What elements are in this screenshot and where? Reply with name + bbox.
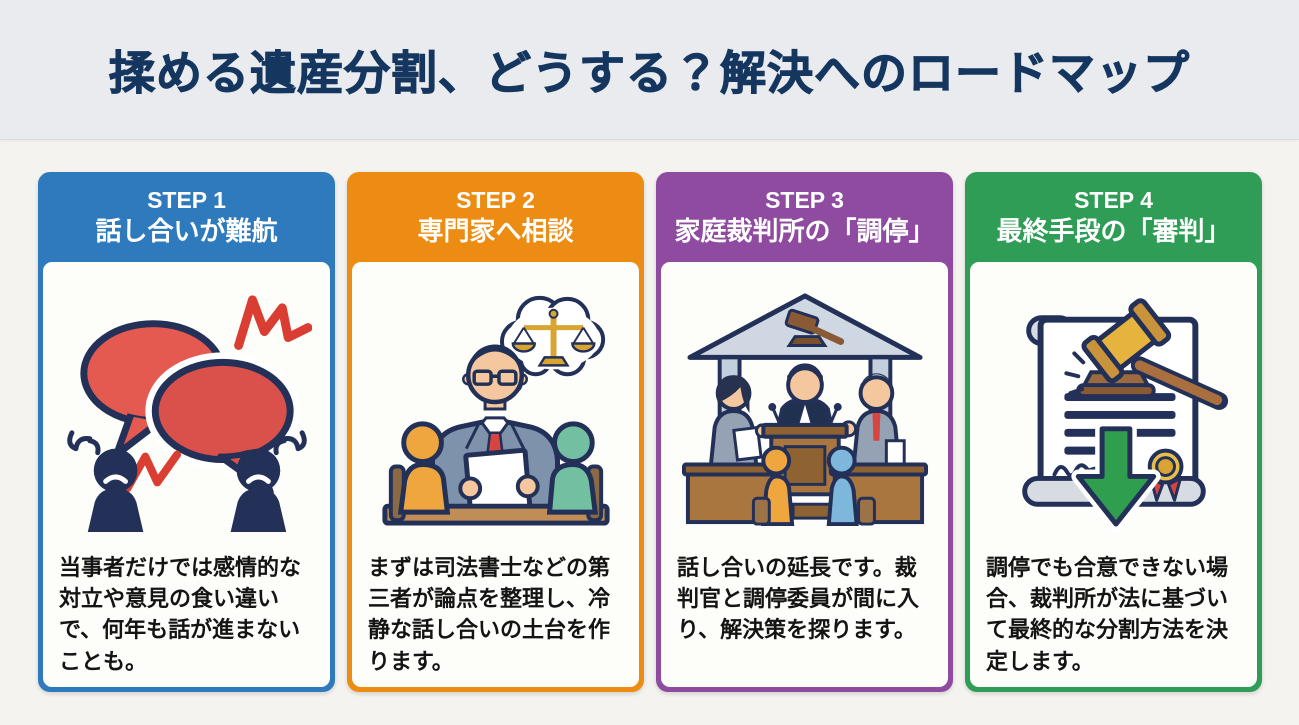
step-card-2: STEP 2 専門家へ相談 [347,172,644,692]
step-2-title: 専門家へ相談 [417,216,574,247]
court-ruling-document-gavel-arrow-icon [1021,298,1228,532]
roadmap-cards-row: STEP 1 話し合いが難航 [0,140,1299,692]
step-4-body: 調停でも合意できない場合、裁判所が法に基づいて最終的な分割方法を決定します。 [970,262,1257,687]
step-3-description: 話し合いの延長です。裁判官と調停委員が間に入り、解決策を探ります。 [677,555,920,643]
step-card-1: STEP 1 話し合いが難航 [38,172,335,692]
page-title: 揉める遺産分割、どうする？解決へのロードマップ [109,46,1190,99]
step-card-3: STEP 3 家庭裁判所の「調停」 [656,172,953,692]
step-4-illustration [970,262,1257,544]
arguing-people-clashing-speech-bubbles-icon [66,295,312,532]
infographic-root: 揉める遺産分割、どうする？解決へのロードマップ STEP 1 話し合いが難航 [0,0,1299,692]
step-4-label: STEP 4 [1074,187,1153,214]
step-1-description: 当事者だけでは感情的な対立や意見の食い違いで、何年も話が進まないことも。 [59,555,302,674]
step-4-description: 調停でも合意できない場合、裁判所が法に基づいて最終的な分割方法を決定します。 [986,555,1229,674]
step-4-header: STEP 4 最終手段の「審判」 [965,172,1262,262]
step-3-body: 話し合いの延長です。裁判官と調停委員が間に入り、解決策を探ります。 [661,262,948,687]
step-3-illustration [661,262,948,544]
expert-consultation-meeting-scales-icon [381,295,610,526]
step-2-illustration [352,262,639,544]
step-1-label: STEP 1 [147,187,226,214]
title-band: 揉める遺産分割、どうする？解決へのロードマップ [0,0,1299,140]
step-3-header: STEP 3 家庭裁判所の「調停」 [656,172,953,262]
step-1-header: STEP 1 話し合いが難航 [38,172,335,262]
step-3-title: 家庭裁判所の「調停」 [674,216,935,247]
step-1-body: 当事者だけでは感情的な対立や意見の食い違いで、何年も話が進まないことも。 [43,262,330,687]
family-court-mediation-judge-icon [681,293,928,527]
step-4-title: 最終手段の「審判」 [996,216,1231,247]
step-2-label: STEP 2 [456,187,535,214]
step-3-label: STEP 3 [765,187,844,214]
step-2-description: まずは司法書士などの第三者が論点を整理し、冷静な話し合いの土台を作ります。 [368,555,611,674]
step-2-header: STEP 2 専門家へ相談 [347,172,644,262]
step-1-title: 話し合いが難航 [95,216,278,247]
step-card-4: STEP 4 最終手段の「審判」 [965,172,1262,692]
step-2-body: まずは司法書士などの第三者が論点を整理し、冷静な話し合いの土台を作ります。 [352,262,639,687]
step-1-illustration [43,262,330,544]
